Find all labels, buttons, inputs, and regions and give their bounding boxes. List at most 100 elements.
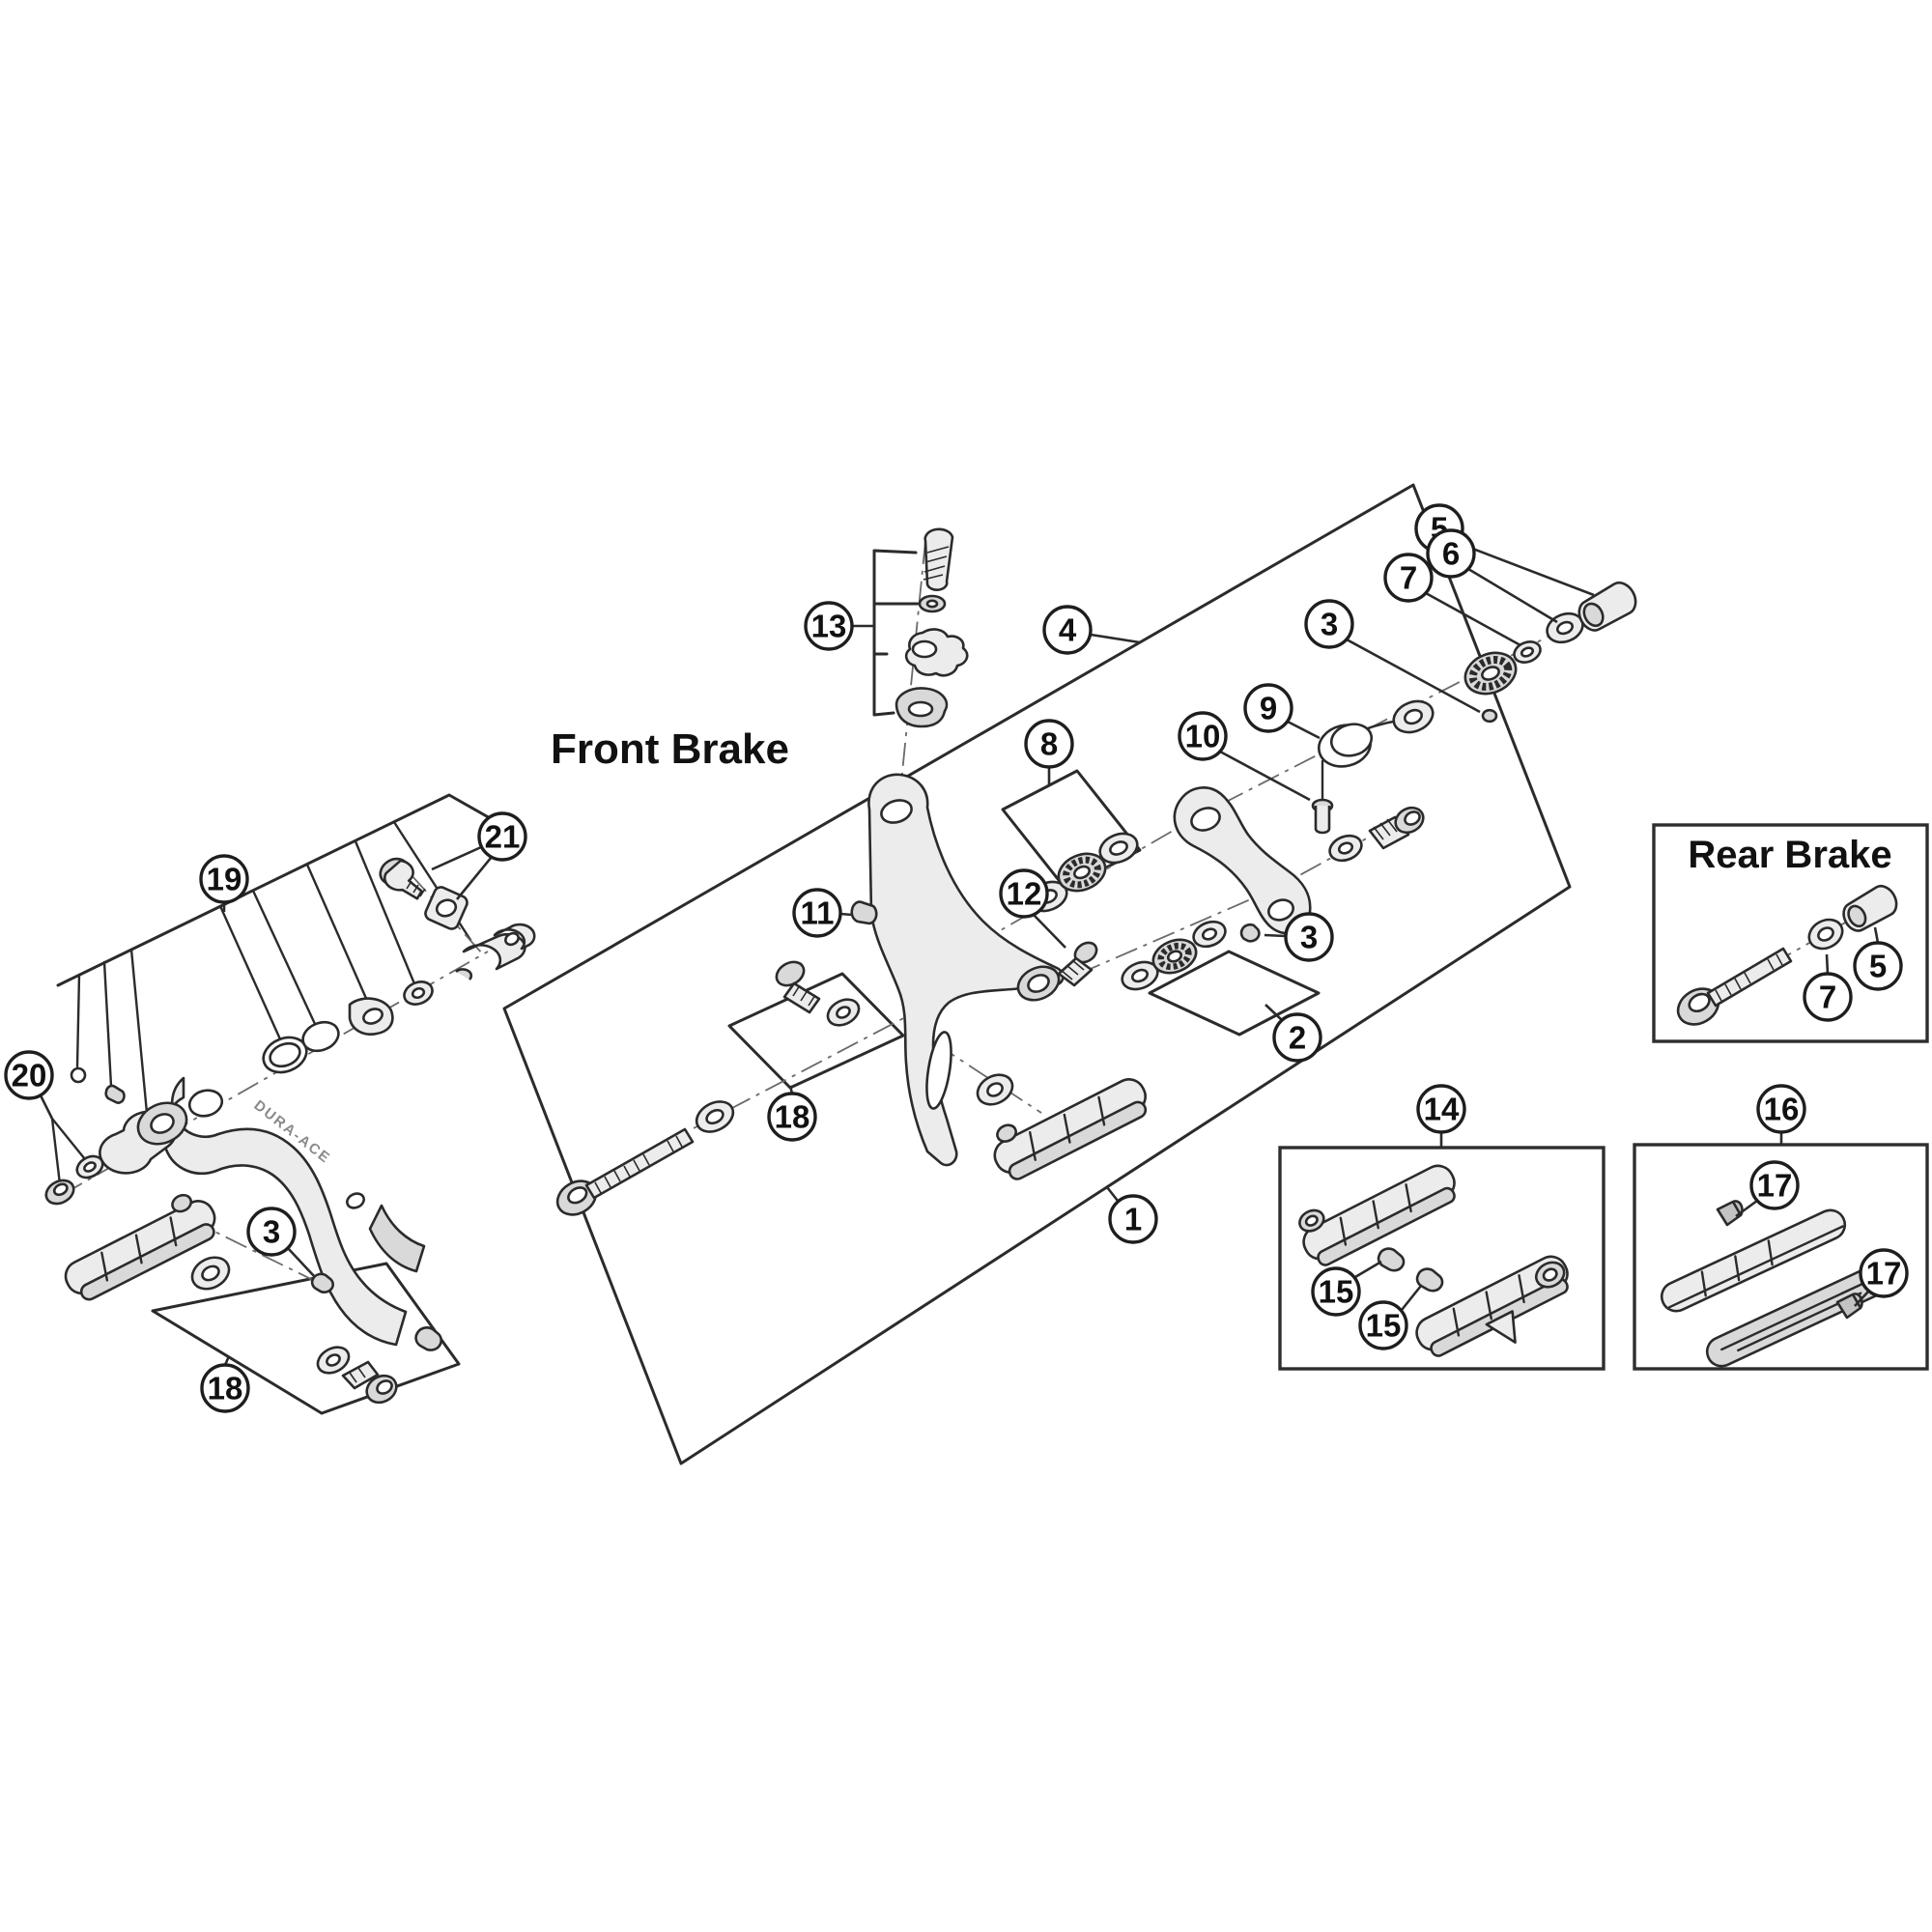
- callout-3: 3: [1304, 599, 1354, 649]
- callout-number-13: 13: [811, 609, 847, 644]
- callout-leader-7: [1425, 591, 1521, 647]
- brake-shoe-center: [976, 1073, 1148, 1180]
- callout-leader-11: [839, 912, 853, 917]
- callout-13: 13: [804, 601, 854, 651]
- callout-16: 16: [1756, 1084, 1806, 1134]
- callout-number-4: 4: [1059, 612, 1077, 648]
- callout-leader-6: [1467, 567, 1558, 624]
- rear-washer-7: [1807, 918, 1844, 951]
- callout-number-11: 11: [801, 895, 835, 931]
- callout-number-20: 20: [12, 1058, 47, 1094]
- left-caliper-assembly: DURA-ACE: [44, 857, 536, 1405]
- callout-3: 3: [246, 1207, 297, 1257]
- cable-fixing-bolt-21: [379, 857, 426, 900]
- callout-18: 18: [767, 1092, 817, 1142]
- callout-number-10: 10: [1185, 719, 1221, 754]
- link-washer: [1328, 834, 1363, 863]
- callout-number-15: 15: [1366, 1308, 1402, 1344]
- qr-cam-drum: [99, 1101, 188, 1175]
- cable-adjust-barrel: [455, 923, 536, 980]
- callout-leader-15: [1400, 1285, 1423, 1311]
- callout-10: 10: [1178, 711, 1228, 761]
- spring-pin-10: [1311, 798, 1334, 835]
- arm-stop-nut-11: [850, 900, 878, 925]
- mount-nut-group-20: [44, 1154, 104, 1206]
- callout-leader-5: [1457, 541, 1595, 597]
- bracket-18-center: [727, 972, 905, 1090]
- callout-7: 7: [1383, 553, 1434, 603]
- callout-12: 12: [999, 868, 1049, 919]
- bracket-13: [872, 549, 920, 717]
- callout-leader-5: [1873, 926, 1880, 944]
- pivot-bearing-7: [1463, 651, 1518, 696]
- shoe-fixing-screw-15a: [1377, 1247, 1406, 1272]
- main-assembly-outline: [502, 483, 1572, 1465]
- bracket-20: [50, 1117, 87, 1186]
- bracket-19-teeth: [75, 820, 472, 1115]
- pivot-nut-5: [1577, 581, 1637, 632]
- callout-4: 4: [1042, 605, 1093, 655]
- rear-mounting-bolt: [1676, 947, 1793, 1026]
- callout-leader-7: [1825, 953, 1830, 975]
- rear-pivot-nut-5: [1842, 884, 1898, 932]
- rear-brake-box: [1652, 823, 1929, 1043]
- callout-leader-9: [1287, 720, 1321, 740]
- callout-leader-1: [1105, 1186, 1120, 1202]
- callout-number-21: 21: [485, 819, 521, 855]
- callout-8: 8: [1024, 719, 1074, 769]
- callout-number-7: 7: [1819, 980, 1836, 1015]
- bracket-8: [1001, 769, 1142, 891]
- front-brake-assembly: [555, 527, 1637, 1216]
- callout-number-3: 3: [263, 1214, 280, 1250]
- callout-leader-12: [1033, 914, 1066, 949]
- callout-15: 15: [1358, 1300, 1408, 1350]
- callout-3: 3: [1284, 912, 1334, 962]
- shoe-assembly-1: [1298, 1164, 1456, 1266]
- outline-layer: [50, 483, 1572, 1465]
- seal-ring-small: [301, 1020, 340, 1053]
- mounting-bolt-center: [555, 1100, 735, 1216]
- pad-fixing-screw-17b: [1835, 1293, 1863, 1320]
- callout-number-14: 14: [1424, 1092, 1460, 1127]
- callout-leader-17: [1854, 1290, 1870, 1307]
- spring-9: [1318, 717, 1414, 802]
- callout-6: 6: [1426, 528, 1476, 579]
- shoe-nut-3: [310, 1272, 334, 1293]
- callout-leader-3: [1264, 933, 1287, 938]
- callout-11: 11: [792, 888, 842, 938]
- link-arm: [1173, 786, 1312, 935]
- shoe-assembly-2: [1415, 1255, 1569, 1357]
- callout-17: 17: [1749, 1160, 1800, 1210]
- callout-number-3: 3: [1321, 607, 1338, 642]
- bracket-19-spine: [56, 793, 494, 987]
- callout-number-18: 18: [208, 1371, 243, 1406]
- callout-9: 9: [1243, 683, 1293, 733]
- callout-5: 5: [1853, 941, 1903, 991]
- callout-1: 1: [1108, 1194, 1158, 1244]
- cable-adjuster-stack: [895, 527, 969, 728]
- callout-leader-4: [1090, 633, 1141, 644]
- callout-number-7: 7: [1400, 560, 1417, 596]
- callout-leader-21: [455, 856, 494, 900]
- callout-number-17: 17: [1757, 1168, 1793, 1204]
- callout-number-3: 3: [1300, 920, 1318, 955]
- shoe-fixing-18-left: [316, 1326, 443, 1405]
- callout-leader-2: [1264, 1004, 1283, 1021]
- cable-clamp-nut: [424, 886, 469, 930]
- callout-number-6: 6: [1442, 536, 1460, 572]
- callout-number-8: 8: [1040, 726, 1058, 762]
- callout-number-16: 16: [1764, 1092, 1800, 1127]
- callout-leader-10: [1219, 750, 1311, 802]
- callout-14: 14: [1416, 1084, 1466, 1134]
- callout-15: 15: [1311, 1266, 1361, 1317]
- callout-layer: 1233345567789101112131415151617171818192…: [4, 503, 1909, 1413]
- callout-number-5: 5: [1869, 949, 1887, 984]
- spring-pin: [104, 1084, 126, 1104]
- callout-leader-20: [39, 1094, 54, 1120]
- adjuster-stud-axis: [897, 540, 926, 812]
- centering-bolt-12: [1057, 941, 1098, 987]
- pivot-axle-parts: [1392, 581, 1637, 734]
- callout-leader-3: [286, 1246, 316, 1278]
